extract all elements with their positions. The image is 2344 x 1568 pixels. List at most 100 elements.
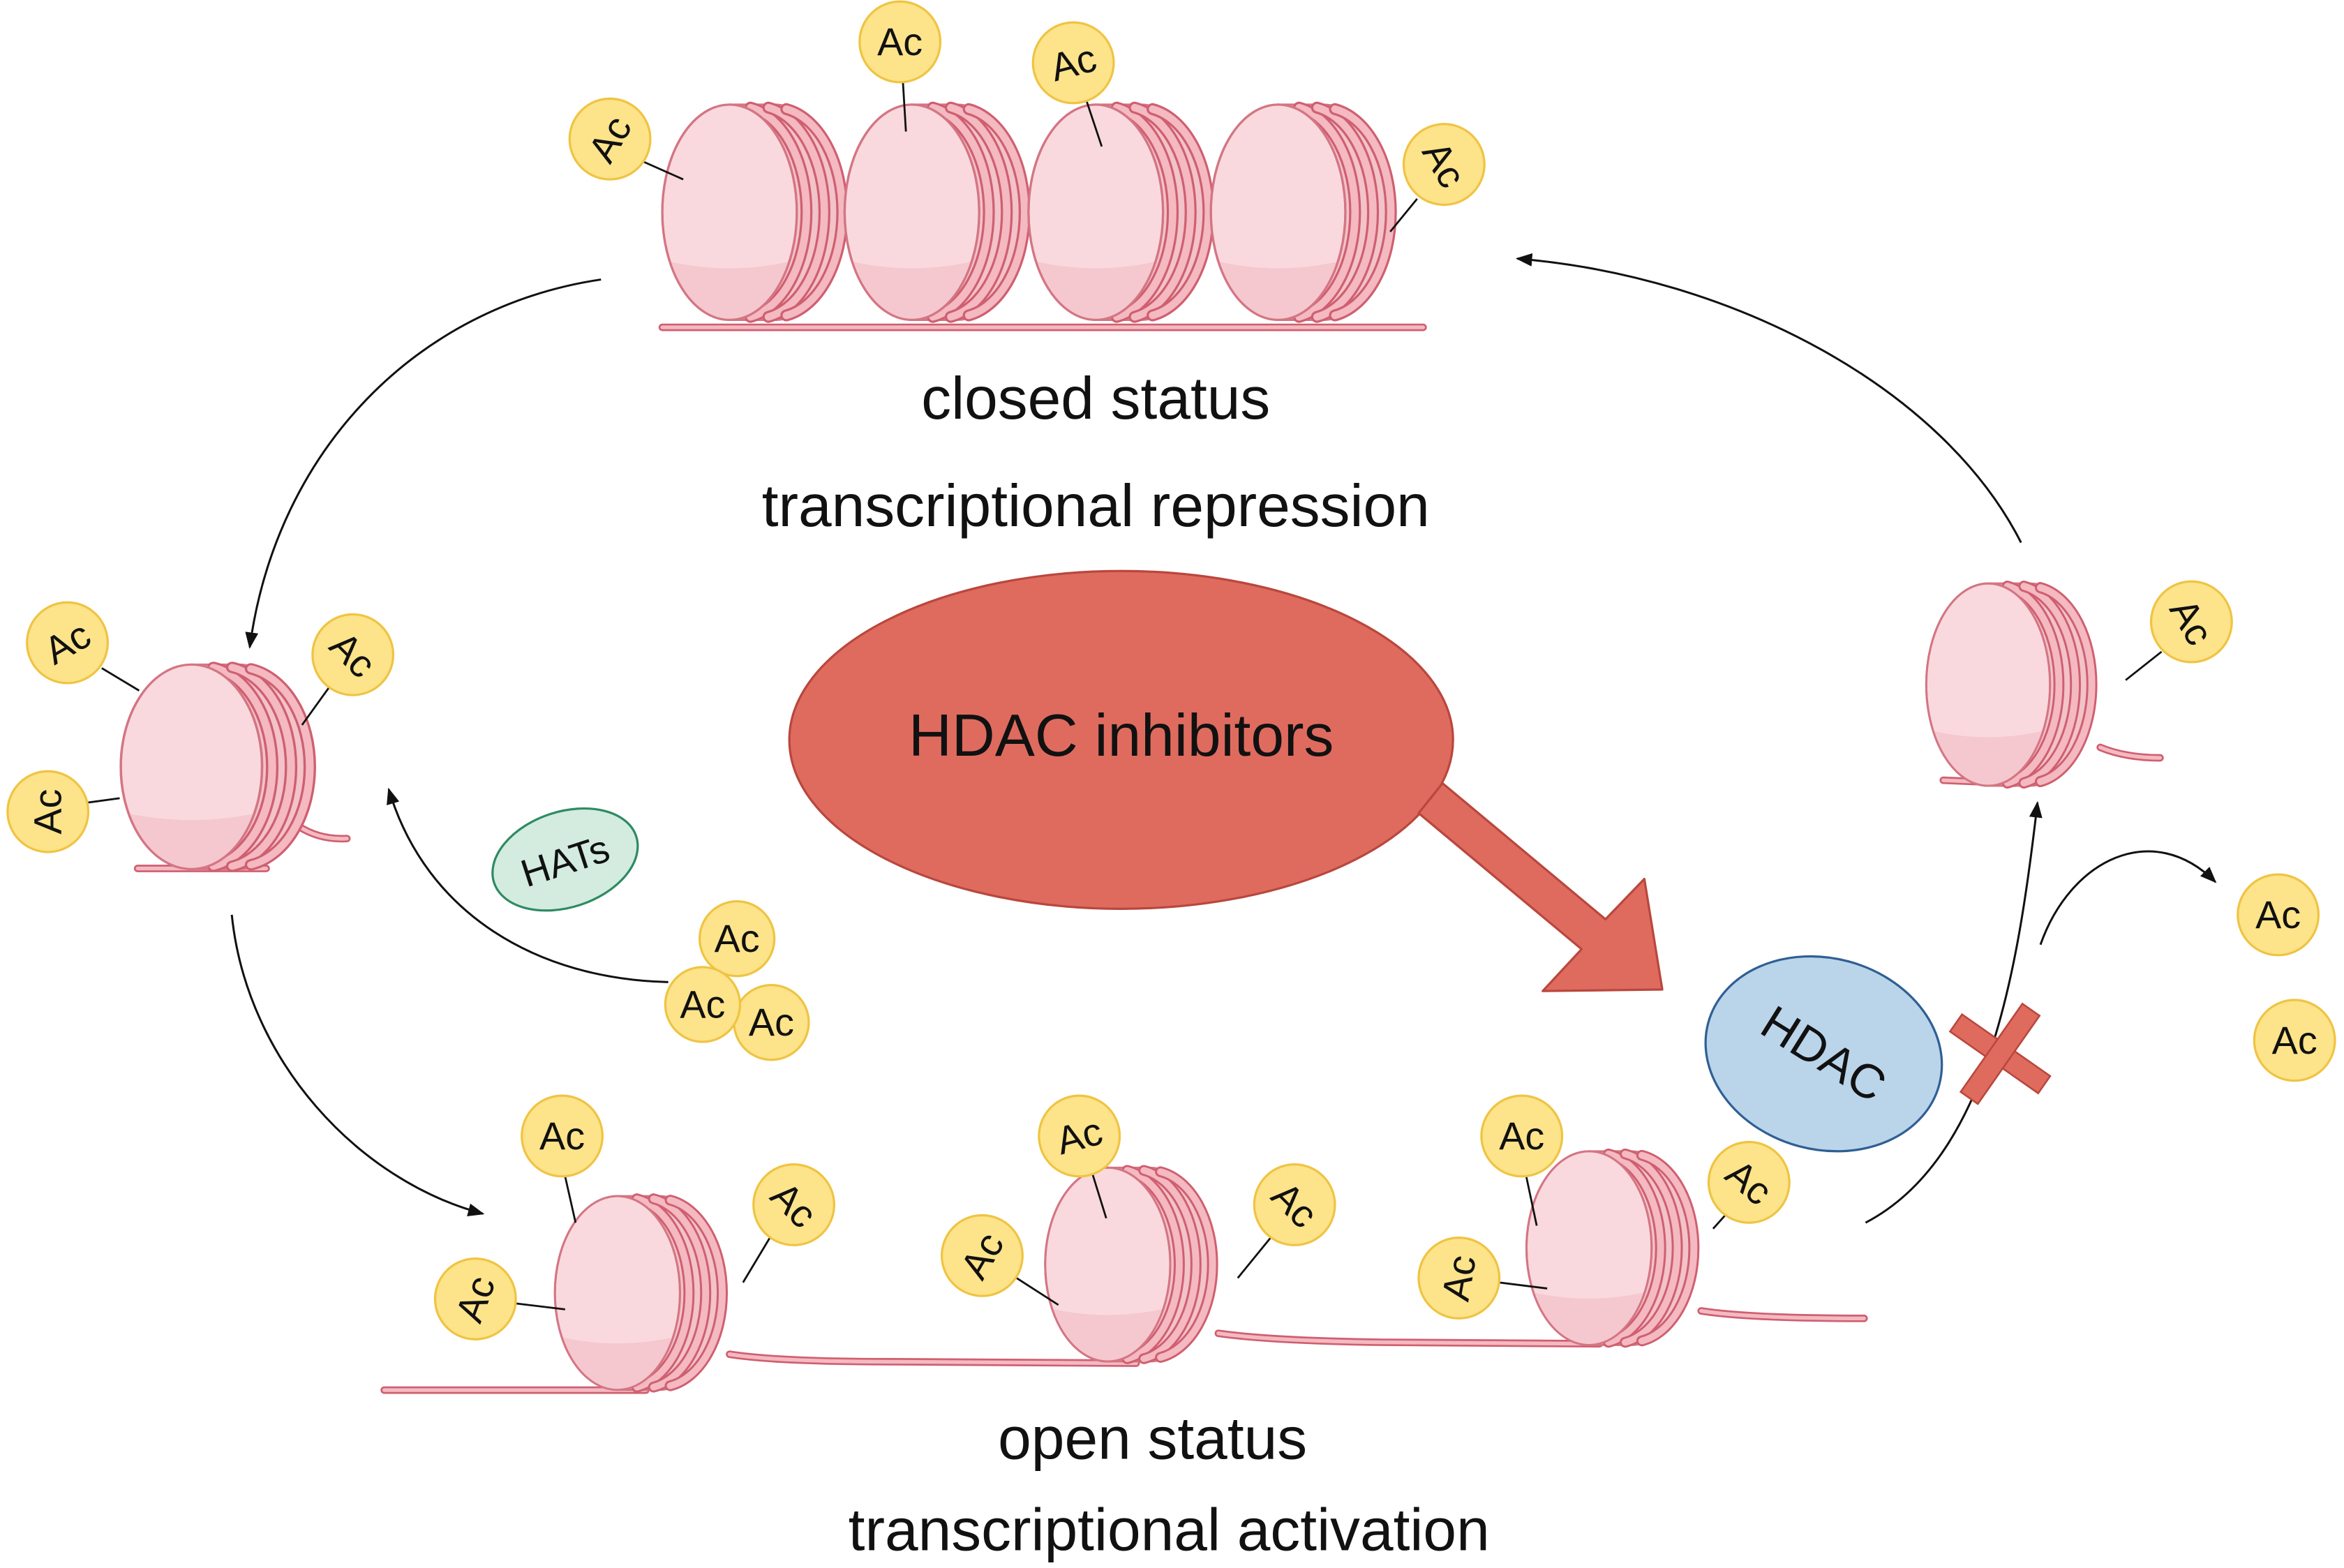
hdac-enzyme: HDAC (1704, 955, 1943, 1153)
dna-strand-core (1699, 1308, 1866, 1320)
acetyl-circle (1707, 1140, 1791, 1224)
acetyl-circle (1480, 1094, 1564, 1178)
acetyl-group: Ac (752, 1163, 836, 1246)
acetyl-group: Ac (941, 1214, 1024, 1297)
acetyl-circle (26, 601, 109, 685)
dna-strand-core (727, 1352, 1138, 1366)
nucleosome (662, 105, 842, 320)
acetyl-group: Ac (568, 97, 652, 181)
blocked-cross-icon (1948, 1002, 2052, 1105)
dna-strand-core (297, 824, 349, 841)
closed-chromatin: Ac Ac Ac Ac closed status transcriptiona… (568, 0, 1486, 539)
acetyl-link (1499, 1281, 1548, 1290)
acetyl-link (642, 160, 684, 181)
acetyl-label: Ac (680, 983, 725, 1026)
acetyl-group: Ac (1480, 1094, 1564, 1178)
acetyl-group: Ac (858, 0, 942, 84)
acetyl-group: Ac (733, 983, 810, 1061)
released-acetyl-groups: Ac Ac (2237, 873, 2336, 1082)
acetyl-label: Ac (2255, 893, 2301, 936)
acetyl-link (1015, 1277, 1059, 1306)
acetyl-group: Ac (1402, 123, 1486, 207)
acetyl-group: Ac (6, 770, 90, 853)
acetyl-group: Ac (1038, 1094, 1121, 1178)
acetyl-circle (2237, 873, 2320, 957)
dna-strand-core (1216, 1331, 1602, 1346)
acetyl-circle (1417, 1237, 1501, 1320)
nucleosome (1926, 583, 2091, 786)
acetyl-group: Ac (664, 966, 742, 1043)
arrow-left-to-open (230, 914, 485, 1216)
acetyl-link (1086, 101, 1103, 147)
acetyl-link (1712, 1213, 1728, 1230)
acetyl-link (1389, 198, 1418, 232)
acetyl-link (564, 1176, 577, 1223)
acetyl-link (1237, 1237, 1271, 1279)
dna-strand-core (2098, 745, 2163, 760)
acetyl-group: Ac (2253, 999, 2336, 1082)
acetyl-group: Ac (2149, 580, 2233, 664)
acetyl-label: Ac (877, 20, 923, 64)
acetyl-circle (1253, 1163, 1336, 1246)
acetyl-link (87, 797, 120, 804)
acetyl-circle (699, 900, 776, 978)
hdac-inhibitors-label: HDAC inhibitors (909, 702, 1334, 769)
acetyl-circle (2149, 580, 2233, 664)
acetyl-label: Ac (749, 1001, 794, 1044)
acetyl-group: Ac (311, 613, 395, 696)
acetyl-link (2125, 650, 2163, 681)
acetyl-link (902, 82, 907, 132)
cross-bar (1959, 1002, 2041, 1105)
hdac-inhibitors-ellipse (788, 569, 1454, 910)
acetyl-group: Ac (26, 601, 109, 685)
acetyl-circle (6, 770, 90, 853)
hdac-ellipse (1704, 955, 1943, 1153)
acetyl-circle (568, 97, 652, 181)
inhibition-arrow (1417, 782, 1664, 992)
arrow-right-to-closed (1515, 253, 2022, 544)
acetyl-label: Ac (1434, 1252, 1484, 1304)
acetylated-nucleosome-left: Ac Ac Ac (6, 601, 395, 869)
acetyl-group: Ac (433, 1257, 517, 1341)
nucleosome (121, 664, 310, 869)
acetyl-label: Ac (2272, 1019, 2317, 1062)
open-chromatin: Ac Ac Ac Ac Ac Ac Ac Ac Ac open status t… (380, 1094, 1868, 1563)
hdac-inhibitors: HDAC inhibitors (788, 569, 1664, 992)
acetyl-group: Ac (1253, 1163, 1336, 1246)
arrow-acetyl-release (2039, 850, 2217, 946)
acetyl-circle (1031, 21, 1115, 105)
nucleosome (1029, 105, 1209, 320)
acetyl-circle (1402, 123, 1486, 207)
acetyl-link (101, 667, 140, 692)
nucleosome (555, 1196, 722, 1390)
acetyl-label: Ac (539, 1114, 585, 1158)
transcriptional-repression-label: transcriptional repression (762, 472, 1430, 539)
acetyl-link (1525, 1176, 1538, 1226)
acetyl-pool: Ac Ac Ac (664, 900, 810, 1061)
acetyl-link (1091, 1174, 1107, 1219)
open-status-label: open status (998, 1405, 1307, 1472)
acetyl-link (515, 1302, 565, 1311)
acetyl-group: Ac (1031, 21, 1115, 105)
cycle-arrows (230, 253, 2217, 1224)
hats-enzyme: HATs (491, 807, 639, 912)
acetyl-circle (2253, 999, 2336, 1082)
acetyl-group: Ac (1417, 1237, 1501, 1320)
acetyl-link (742, 1237, 771, 1283)
acetyl-circle (311, 613, 395, 696)
hats-ellipse (491, 807, 639, 912)
transcriptional-activation-label: transcriptional activation (849, 1496, 1490, 1563)
acetyl-label: Ac (715, 917, 760, 960)
nucleosome (1526, 1151, 1694, 1345)
acetyl-group: Ac (2237, 873, 2320, 957)
acetyl-circle (433, 1257, 517, 1341)
nucleosome (1045, 1167, 1213, 1361)
acetyl-label: Ac (27, 789, 70, 835)
acetyl-circle (1038, 1094, 1121, 1178)
acetyl-circle (941, 1214, 1024, 1297)
arrow-hats-acetylation (387, 787, 669, 983)
closed-status-label: closed status (921, 365, 1270, 432)
deacetylated-nucleosome-right: Ac (1926, 567, 2233, 786)
